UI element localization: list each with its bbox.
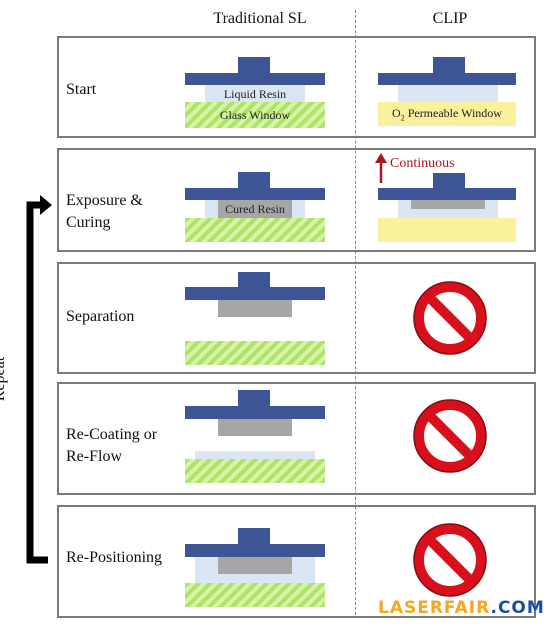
continuous-up-arrow (375, 153, 387, 183)
build-plate-stem (238, 172, 270, 190)
build-plate (185, 73, 325, 85)
traditional-sl-header: Traditional SL (213, 10, 307, 27)
build-plate-stem (238, 528, 270, 546)
liquid-resin (195, 451, 315, 459)
cured-resin (411, 200, 485, 209)
step-label-repositioning: Re-Positioning (66, 549, 163, 566)
cured-resin (218, 200, 292, 218)
build-plate (378, 188, 516, 200)
repeat-label: Repeat (0, 356, 9, 402)
cured-resin (218, 557, 292, 574)
build-plate-stem (238, 390, 270, 408)
build-plate-stem (433, 173, 465, 190)
watermark-logo: LASERFAIR.COM (378, 598, 545, 618)
step-label-separation: Separation (66, 308, 135, 325)
build-plate-stem (238, 57, 270, 75)
clip-header: CLIP (432, 10, 468, 27)
prohibited-icon (413, 399, 487, 473)
liquid-resin (205, 85, 305, 102)
glass-window (185, 102, 325, 128)
panel-exposure (57, 148, 536, 252)
cured-resin-label: Cured Resin (225, 202, 285, 216)
glass-window (185, 459, 325, 483)
panel-separation (57, 262, 536, 374)
glass-window (185, 341, 325, 365)
build-plate-stem (238, 272, 270, 289)
panel-recoating (57, 382, 536, 495)
build-plate (185, 544, 325, 557)
build-plate (185, 406, 325, 419)
prohibited-icon (413, 281, 487, 355)
o2-window-label: O2 Permeable Window (392, 106, 502, 123)
glass-window (185, 218, 325, 242)
panel-start (57, 36, 536, 138)
cured-resin (218, 419, 292, 436)
o2-permeable-window (378, 218, 516, 242)
panel-repositioning (57, 505, 536, 618)
liquid-resin (398, 85, 498, 102)
build-plate (185, 287, 325, 300)
step-label-exposure: Exposure & Curing (66, 192, 143, 231)
cured-resin (218, 300, 292, 317)
build-plate (378, 73, 516, 85)
build-plate (185, 188, 325, 200)
step-label-start: Start (66, 81, 97, 98)
liquid-resin-label: Liquid Resin (223, 87, 287, 101)
step-label-recoating: Re-Coating or Re-Flow (66, 426, 158, 465)
o2-permeable-window (378, 102, 516, 126)
column-divider (355, 10, 356, 615)
build-plate-stem (433, 57, 465, 75)
glass-window-label: Glass Window (219, 108, 291, 122)
repeat-arrow (26, 195, 52, 564)
prohibited-icon (413, 523, 487, 597)
continuous-label: Continuous (390, 156, 455, 171)
glass-window (185, 583, 325, 607)
